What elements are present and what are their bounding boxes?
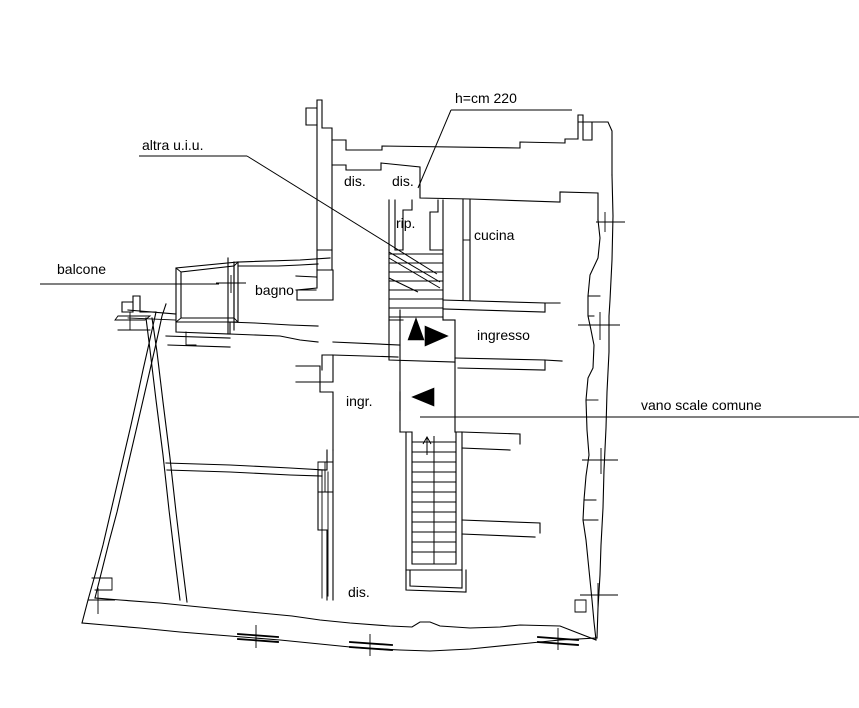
room-label-ingr: ingr.	[346, 393, 372, 409]
annotations: h=cm 220 altra u.i.u. balcone vano scale…	[40, 90, 859, 418]
marker-right-landing	[424, 325, 449, 347]
annotation-altezza-text: h=cm 220	[455, 90, 517, 106]
annotation-altezza-leader	[417, 109, 452, 189]
direction-markers	[407, 317, 449, 407]
room-label-dis-top-left: dis.	[344, 173, 366, 189]
annotation-altra-uiu-text: altra u.i.u.	[142, 137, 203, 153]
annotation-altra-uiu-leader	[246, 155, 438, 275]
room-label-rip: rip.	[396, 215, 415, 231]
lower-stair-treads	[412, 435, 456, 564]
right-interior-walls	[442, 198, 563, 371]
marker-up-landing	[407, 317, 425, 341]
annotation-balcone: balcone	[40, 261, 219, 285]
room-label-dis-top-right: dis.	[392, 173, 414, 189]
room-label-cucina: cucina	[474, 227, 515, 243]
interior-walls	[127, 124, 401, 603]
annotation-balcone-text: balcone	[57, 261, 106, 277]
room-label-dis-bottom: dis.	[348, 584, 370, 600]
annotation-vano-scale: vano scale comune	[420, 397, 859, 418]
annotation-altezza: h=cm 220	[417, 90, 572, 189]
annotation-altra-uiu: altra u.i.u.	[139, 137, 438, 275]
upper-stair-treads	[388, 251, 443, 318]
marker-left-corridor	[411, 387, 435, 407]
room-label-ingresso: ingresso	[477, 327, 530, 343]
stairwell-block	[388, 199, 541, 593]
room-label-bagno: bagno	[255, 282, 294, 298]
balcone-structure	[175, 261, 239, 346]
annotation-vano-scale-text: vano scale comune	[641, 397, 762, 413]
room-labels: dis. dis. rip. cucina bagno ingresso ing…	[255, 173, 530, 600]
exterior-walls	[81, 99, 625, 656]
